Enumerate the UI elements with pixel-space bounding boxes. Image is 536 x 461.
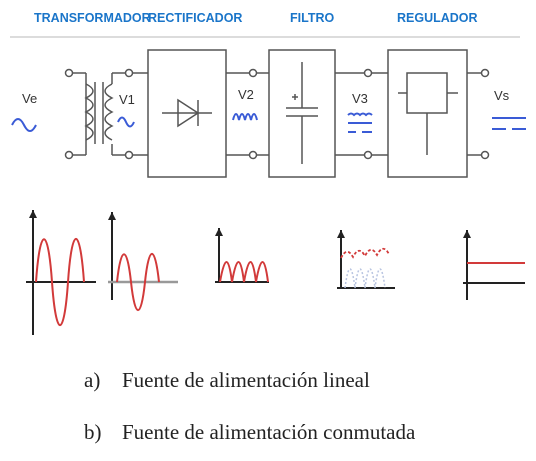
waveform-regulated — [463, 230, 525, 300]
waveform-filtered — [337, 230, 395, 289]
waveform-rectified — [215, 228, 269, 283]
option-a-text: Fuente de alimentación lineal — [122, 368, 370, 392]
rectified-wave-icon — [232, 113, 258, 121]
regulator-block — [387, 49, 468, 178]
signal-label-v3: V3 — [352, 91, 368, 106]
sine-input-icon — [11, 118, 37, 132]
rectifier-block — [147, 49, 227, 178]
filter-block — [268, 49, 336, 178]
waveform-input-sine — [26, 210, 96, 335]
signal-label-v1: V1 — [119, 92, 135, 107]
stage-label-transformador: TRANSFORMADOR — [34, 11, 151, 25]
stage-label-rectificador: RECTIFICADOR — [148, 11, 242, 25]
signal-label-ve: Ve — [22, 91, 37, 106]
transformer-symbol — [84, 68, 134, 160]
option-b-text: Fuente de alimentación conmutada — [122, 420, 416, 444]
dc-output-icon — [492, 117, 526, 130]
stage-label-filtro: FILTRO — [290, 11, 334, 25]
signal-label-v2: V2 — [238, 87, 254, 102]
input-terminals — [64, 68, 87, 160]
stage-label-regulador: REGULADOR — [397, 11, 478, 25]
option-a-marker: a) — [84, 368, 101, 392]
output-terminals — [467, 68, 490, 160]
signal-label-vs: Vs — [494, 88, 510, 103]
option-b-marker: b) — [84, 420, 102, 444]
option-b: b) Fuente de alimentación conmutada — [84, 420, 415, 445]
filtered-ripple-icon — [347, 112, 373, 133]
waveform-secondary-sine — [108, 212, 178, 312]
sine-secondary-icon — [117, 116, 135, 128]
option-a: a) Fuente de alimentación lineal — [84, 368, 370, 393]
